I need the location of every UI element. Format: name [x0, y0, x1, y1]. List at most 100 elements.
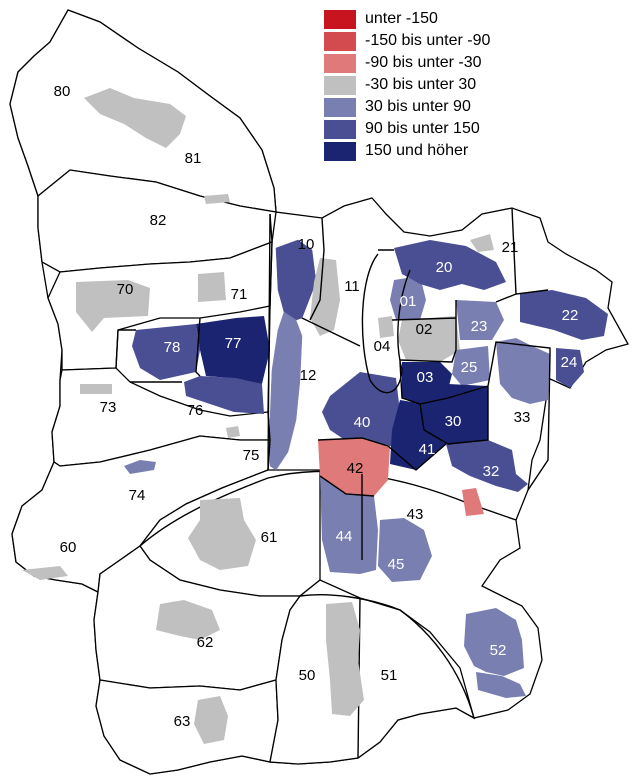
- legend-item: 150 und höher: [324, 140, 490, 162]
- area-50: [326, 602, 364, 716]
- area-45: [378, 518, 432, 582]
- area-04: [378, 316, 394, 338]
- label-76: 76: [187, 402, 204, 419]
- label-71: 71: [231, 286, 248, 303]
- area-21: [470, 234, 494, 252]
- label-78: 78: [164, 339, 181, 356]
- legend-item: 30 bis unter 90: [324, 96, 490, 118]
- area-77: [196, 316, 270, 384]
- area-71: [198, 272, 226, 302]
- area-70: [76, 280, 150, 332]
- label-70: 70: [117, 281, 134, 298]
- label-23: 23: [471, 318, 488, 335]
- label-60: 60: [60, 539, 77, 556]
- label-12: 12: [300, 367, 317, 384]
- label-52: 52: [490, 642, 507, 659]
- area-74: [124, 460, 156, 474]
- legend-label: -90 bis unter -30: [365, 54, 482, 71]
- label-11: 11: [344, 278, 360, 295]
- label-32: 32: [483, 463, 500, 480]
- label-61: 61: [261, 529, 278, 546]
- area-76: [184, 376, 264, 414]
- legend-item: -30 bis unter 30: [324, 74, 490, 96]
- label-10: 10: [298, 236, 315, 253]
- legend-swatch: [324, 53, 356, 73]
- area-75: [226, 426, 240, 438]
- area-63: [194, 696, 228, 744]
- label-21: 21: [502, 239, 519, 256]
- legend-label: 150 und höher: [365, 142, 469, 159]
- legend-label: 30 bis unter 90: [365, 98, 471, 115]
- area-80-81: [84, 88, 186, 148]
- label-77: 77: [225, 335, 242, 352]
- legend-swatch: [324, 31, 356, 51]
- legend-item: -90 bis unter -30: [324, 52, 490, 74]
- area-41: [390, 400, 446, 470]
- area-22: [520, 290, 608, 340]
- label-40: 40: [354, 414, 371, 431]
- boundary-63: [95, 679, 279, 775]
- label-01: 01: [400, 293, 417, 310]
- area-12: [269, 311, 303, 471]
- label-51: 51: [381, 667, 398, 684]
- area-23: [456, 300, 504, 340]
- area-01: [390, 276, 426, 320]
- label-03: 03: [417, 369, 434, 386]
- area-52: [464, 608, 524, 676]
- central-borders: [118, 207, 551, 560]
- area-60: [22, 566, 68, 580]
- legend-swatch: [324, 9, 356, 29]
- label-42: 42: [347, 460, 364, 477]
- label-62: 62: [197, 634, 214, 651]
- label-73: 73: [100, 399, 117, 416]
- legend-item: unter -150: [324, 8, 490, 30]
- legend-swatch: [324, 141, 356, 161]
- label-80: 80: [54, 83, 71, 100]
- area-78: [132, 324, 200, 380]
- label-63: 63: [174, 713, 191, 730]
- label-41: 41: [419, 441, 436, 458]
- label-75: 75: [243, 447, 260, 464]
- label-30: 30: [445, 413, 462, 430]
- area-82: [204, 194, 230, 204]
- legend-label: -30 bis unter 30: [365, 76, 477, 93]
- label-74: 74: [129, 487, 146, 504]
- legend-item: 90 bis unter 150: [324, 118, 490, 140]
- label-24: 24: [561, 354, 578, 371]
- area-43: [462, 488, 484, 516]
- inner-ring: [361, 253, 411, 394]
- legend-label: -150 bis unter -90: [365, 32, 491, 49]
- area-33: [496, 338, 550, 404]
- label-50: 50: [299, 667, 316, 684]
- label-20: 20: [436, 259, 453, 276]
- label-43: 43: [407, 506, 424, 523]
- legend-swatch: [324, 75, 356, 95]
- area-42: [318, 438, 390, 496]
- area-44: [320, 476, 378, 574]
- label-25: 25: [461, 359, 478, 376]
- label-82: 82: [150, 212, 167, 229]
- label-22: 22: [562, 307, 579, 324]
- legend-swatch: [324, 97, 356, 117]
- label-44: 44: [336, 528, 353, 545]
- area-24: [556, 348, 584, 388]
- label-04: 04: [374, 338, 391, 355]
- area-73: [80, 384, 112, 394]
- area-11: [310, 258, 340, 336]
- legend-label: unter -150: [365, 10, 438, 27]
- area-20: [394, 240, 506, 290]
- legend: unter -150 -150 bis unter -90 -90 bis un…: [324, 8, 490, 162]
- area-32: [446, 440, 528, 492]
- label-81: 81: [185, 150, 202, 167]
- label-45: 45: [388, 556, 405, 573]
- area-61: [188, 498, 256, 570]
- label-33: 33: [514, 409, 531, 426]
- label-02: 02: [416, 321, 433, 338]
- legend-swatch: [324, 119, 356, 139]
- area-25: [452, 346, 490, 386]
- area-02: [398, 316, 460, 362]
- area-62: [156, 600, 220, 640]
- area-52b: [476, 672, 526, 698]
- legend-label: 90 bis unter 150: [365, 120, 480, 137]
- legend-item: -150 bis unter -90: [324, 30, 490, 52]
